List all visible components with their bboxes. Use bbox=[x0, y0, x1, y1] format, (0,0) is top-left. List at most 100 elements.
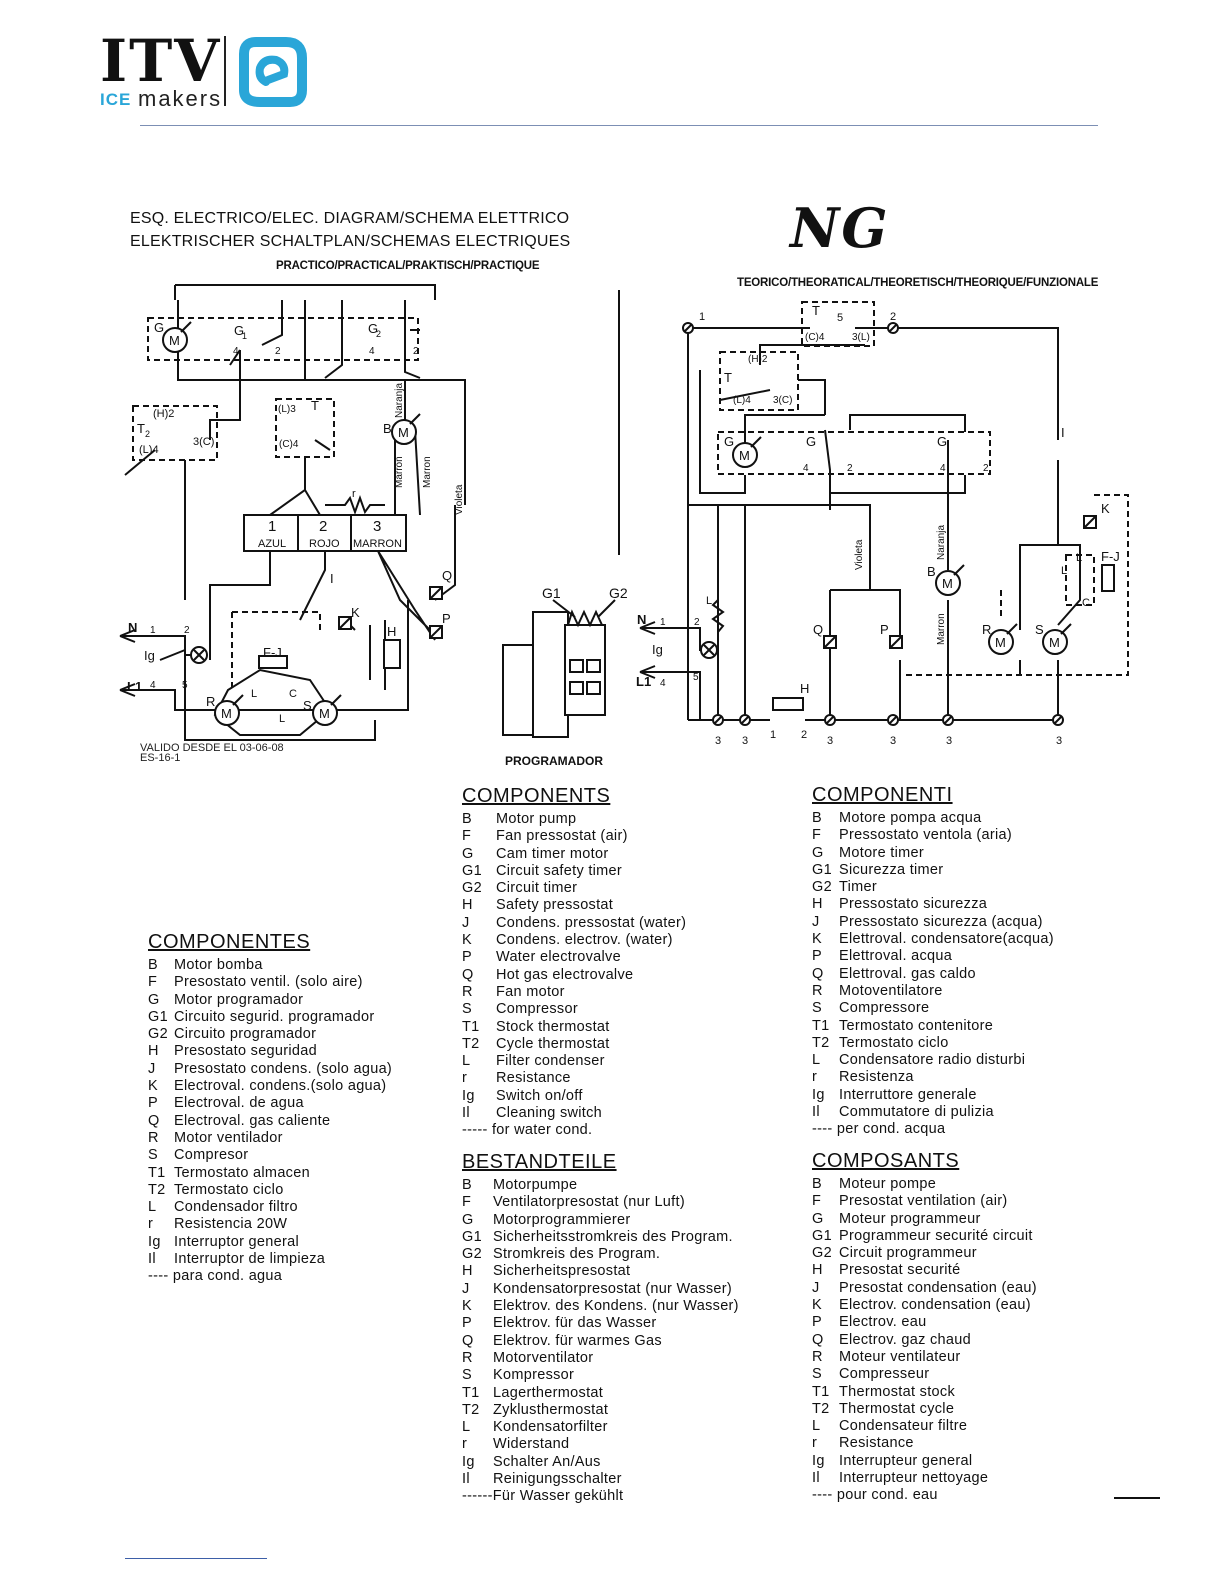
valid-from-note: VALIDO DESDE EL 03-06-08 bbox=[140, 742, 284, 754]
valve-k2-icon bbox=[1083, 515, 1097, 529]
legend-code: R bbox=[462, 1349, 473, 1366]
legend-code: S bbox=[462, 1367, 472, 1384]
svg-text:L1: L1 bbox=[127, 679, 142, 694]
legend-text: Motorventilator bbox=[493, 1349, 594, 1366]
legend-text: Interrupteur nettoyage bbox=[839, 1470, 989, 1487]
legend-note: ---- pour cond. eau bbox=[812, 1487, 938, 1504]
legend-text: Thermostat stock bbox=[839, 1383, 955, 1400]
legend-code: B bbox=[462, 1177, 472, 1193]
svg-text:G: G bbox=[154, 320, 164, 335]
legend-code: G1 bbox=[462, 1228, 482, 1245]
legend-code: L bbox=[812, 1418, 821, 1435]
legend-item: B Motorpumpe bbox=[462, 1177, 739, 1194]
svg-text:R: R bbox=[982, 622, 991, 637]
legend-text: Condensador filtro bbox=[174, 1199, 298, 1216]
legend-code: Il bbox=[148, 1251, 156, 1268]
wire-marron-label-2: Marron bbox=[422, 456, 433, 488]
svg-text:1: 1 bbox=[242, 331, 247, 341]
lamp-icon bbox=[190, 646, 208, 664]
legend-note: ---- per cond. acqua bbox=[812, 1121, 946, 1138]
legend-text: Pressostato sicurezza bbox=[839, 896, 988, 913]
legend-code: Il bbox=[462, 1471, 470, 1488]
svg-text:Ig: Ig bbox=[652, 642, 663, 657]
legend-code: F bbox=[462, 1194, 472, 1211]
svg-text:N: N bbox=[637, 612, 646, 627]
brand-ice: ICE bbox=[100, 90, 132, 109]
legend-code: H bbox=[148, 1043, 159, 1060]
svg-text:G: G bbox=[724, 434, 734, 449]
legend-code: r bbox=[148, 1216, 154, 1233]
legend-text: Condensatore radio disturbi bbox=[839, 1052, 1026, 1069]
legend-code: T1 bbox=[462, 1018, 480, 1035]
programmer-label: PROGRAMADOR bbox=[505, 754, 603, 768]
legend-code: B bbox=[812, 810, 822, 826]
legend-text: Elektrov. für das Wasser bbox=[493, 1315, 657, 1332]
svg-text:2: 2 bbox=[145, 429, 150, 439]
legend-text: Circuito segurid. programador bbox=[174, 1008, 375, 1025]
legend-code: J bbox=[148, 1060, 156, 1077]
legend-text: Electrov. eau bbox=[839, 1314, 927, 1331]
legend-code: Q bbox=[462, 966, 474, 983]
legend-title: BESTANDTEILE bbox=[462, 1151, 617, 1173]
svg-text:L: L bbox=[1076, 552, 1082, 564]
wire-marron-label-1: Marron bbox=[394, 456, 405, 488]
svg-text:3: 3 bbox=[827, 735, 833, 747]
svg-text:F-J: F-J bbox=[1101, 549, 1120, 564]
legend-text: Circuito programador bbox=[174, 1026, 317, 1043]
legend-item: Ig Interruttore generale bbox=[812, 1087, 1054, 1104]
svg-text:Ig: Ig bbox=[144, 648, 155, 663]
svg-text:K: K bbox=[351, 605, 360, 620]
legend-code: H bbox=[462, 1263, 473, 1280]
legend-text: Termostato contenitore bbox=[839, 1017, 994, 1034]
svg-text:2: 2 bbox=[275, 346, 281, 357]
svg-text:1: 1 bbox=[770, 729, 776, 741]
svg-text:I: I bbox=[1061, 425, 1065, 440]
legend-text: Kondensatorfilter bbox=[493, 1419, 608, 1436]
legend-code: F bbox=[812, 827, 822, 844]
legend-code: K bbox=[812, 1297, 822, 1314]
svg-text:1: 1 bbox=[268, 518, 276, 535]
legend-code: S bbox=[462, 1001, 472, 1018]
legend-text: Motorpumpe bbox=[493, 1177, 578, 1193]
diagram-title-line1: ESQ. ELECTRICO/ELEC. DIAGRAM/SCHEMA ELET… bbox=[130, 210, 570, 227]
legend-code: Ig bbox=[812, 1452, 825, 1469]
legend-code: P bbox=[812, 1314, 822, 1331]
legend-title: COMPONENTI bbox=[812, 784, 953, 806]
svg-text:1: 1 bbox=[699, 311, 705, 323]
legend-code: K bbox=[148, 1078, 158, 1095]
svg-text:3(C): 3(C) bbox=[193, 436, 214, 448]
svg-text:C: C bbox=[1082, 597, 1090, 609]
wire-violeta-label-2: Violeta bbox=[854, 539, 865, 570]
legend-code: T2 bbox=[148, 1181, 166, 1198]
legend-item: Ig Interrupteur general bbox=[812, 1453, 1037, 1470]
legend-text: Motorprogrammierer bbox=[493, 1211, 631, 1228]
legend-code: S bbox=[148, 1147, 158, 1164]
legend-text: Electrov. condensation (eau) bbox=[839, 1297, 1031, 1314]
legend-text: Commutatore di pulizia bbox=[839, 1104, 994, 1121]
doc-code: ES-16-1 bbox=[140, 752, 181, 764]
svg-text:(H)2: (H)2 bbox=[153, 408, 174, 420]
legend-code: T2 bbox=[812, 1400, 830, 1417]
legend-code: L bbox=[462, 1419, 471, 1436]
legend-text: Switch on/off bbox=[496, 1087, 583, 1104]
